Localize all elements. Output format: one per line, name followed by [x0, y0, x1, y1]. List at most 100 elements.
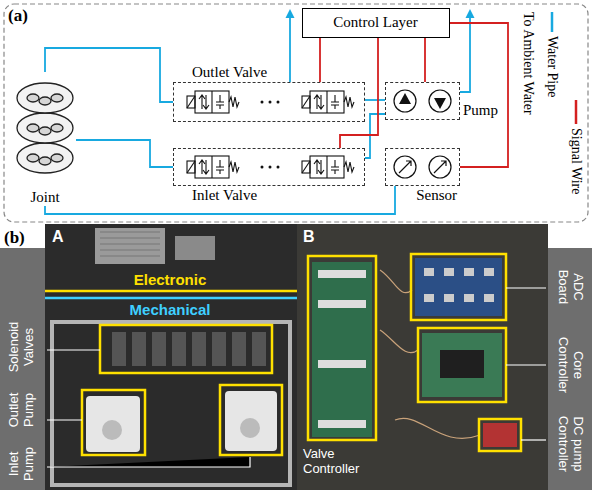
g-shape	[82, 325, 282, 455]
circle-shape	[277, 166, 280, 169]
g-shape	[318, 270, 366, 428]
part-label: Outlet Pump	[7, 380, 37, 440]
polygon-shape	[466, 9, 475, 18]
part-label: Solenoid Valves	[7, 314, 37, 380]
path-shape	[45, 297, 297, 300]
rect-shape	[418, 328, 506, 402]
ellipse-shape	[17, 143, 73, 173]
path-shape	[47, 349, 100, 350]
rect-shape	[444, 294, 454, 302]
pump-group: Pump	[385, 82, 460, 120]
rect-shape	[415, 258, 502, 316]
rect-shape	[424, 268, 434, 276]
part-label: Valve Controller	[303, 447, 391, 477]
rect-shape	[483, 423, 517, 447]
path-shape	[506, 287, 546, 288]
use-shape	[302, 156, 354, 178]
rect-shape	[95, 228, 165, 264]
ellipse-shape	[27, 124, 39, 132]
circle-shape	[394, 90, 416, 112]
g-shape	[506, 288, 546, 440]
circle-shape	[429, 90, 451, 112]
circle-shape	[102, 420, 122, 440]
path-shape	[47, 419, 82, 420]
path-shape	[100, 232, 160, 256]
circle-shape	[269, 166, 272, 169]
control-box: Control Layer	[302, 8, 450, 38]
g-shape	[308, 254, 521, 451]
circle-shape	[429, 156, 451, 178]
rect-shape	[212, 332, 226, 366]
rect-shape	[225, 391, 277, 451]
rect-shape	[0, 248, 45, 490]
use-shape	[187, 156, 239, 178]
ellipse-shape	[17, 83, 73, 113]
rect-shape	[440, 350, 484, 378]
rect-shape	[464, 294, 474, 302]
rect-shape	[424, 294, 434, 302]
flow-note: To Ambient Water	[520, 12, 536, 115]
rect-shape	[422, 333, 502, 397]
part-label: Core Controller	[555, 330, 585, 400]
water-pipe	[365, 114, 385, 158]
path-shape	[460, 16, 470, 92]
signal-wire	[340, 38, 378, 148]
water-pipe	[45, 48, 173, 102]
water-pipe	[365, 99, 385, 101]
circle-shape	[394, 156, 416, 178]
ellipse-shape	[27, 94, 39, 102]
panel-tag: (a)	[8, 6, 28, 26]
rect-shape	[444, 268, 454, 276]
g-shape	[394, 90, 451, 112]
legend-label: Signal Wire	[568, 128, 584, 194]
photo-tag: A	[52, 228, 64, 246]
ellipse-shape	[39, 127, 51, 135]
node-label: Joint	[14, 189, 76, 206]
path-shape	[399, 161, 411, 173]
part-label: Inlet Pump	[7, 444, 37, 484]
rect-shape	[318, 270, 366, 278]
rect-shape	[52, 322, 290, 485]
signal-wire	[450, 23, 508, 167]
ellipse-shape	[51, 154, 63, 162]
section-label: Mechanical	[130, 301, 211, 318]
rect-shape	[479, 419, 521, 451]
rect-shape	[86, 396, 140, 452]
section-label: Electronic	[134, 271, 207, 288]
panel-tag: (b)	[4, 228, 25, 248]
water-pipe	[45, 186, 395, 214]
rect-shape	[318, 420, 366, 428]
rect-shape	[152, 332, 166, 366]
rect-shape	[82, 390, 145, 455]
polygon-shape	[399, 93, 411, 104]
path-shape	[380, 270, 412, 293]
path-shape	[551, 12, 554, 32]
valve-group: Outlet Valve	[173, 82, 365, 122]
g-shape	[17, 83, 73, 173]
path-shape	[47, 457, 250, 467]
g-shape	[261, 166, 280, 169]
legend-label: Water Pipe	[544, 36, 560, 97]
rect-shape	[464, 268, 474, 276]
signal-wire	[319, 38, 321, 82]
signal-wire	[424, 38, 426, 82]
g-shape	[424, 268, 494, 302]
photo-tag: B	[303, 228, 315, 246]
rect-shape	[45, 224, 297, 490]
rect-shape	[132, 332, 146, 366]
valve-group: Inlet Valve	[173, 148, 365, 186]
g-shape	[380, 270, 480, 438]
rect-shape	[318, 300, 366, 308]
circle-shape	[269, 101, 272, 104]
water-pipe	[76, 140, 173, 167]
rect-shape	[484, 268, 494, 276]
rect-shape	[312, 262, 372, 437]
path-shape	[434, 161, 446, 173]
g-shape	[261, 101, 280, 104]
joint-node: Joint	[14, 72, 76, 206]
part-label: DC pump Controller	[555, 408, 585, 480]
rect-shape	[308, 256, 376, 440]
